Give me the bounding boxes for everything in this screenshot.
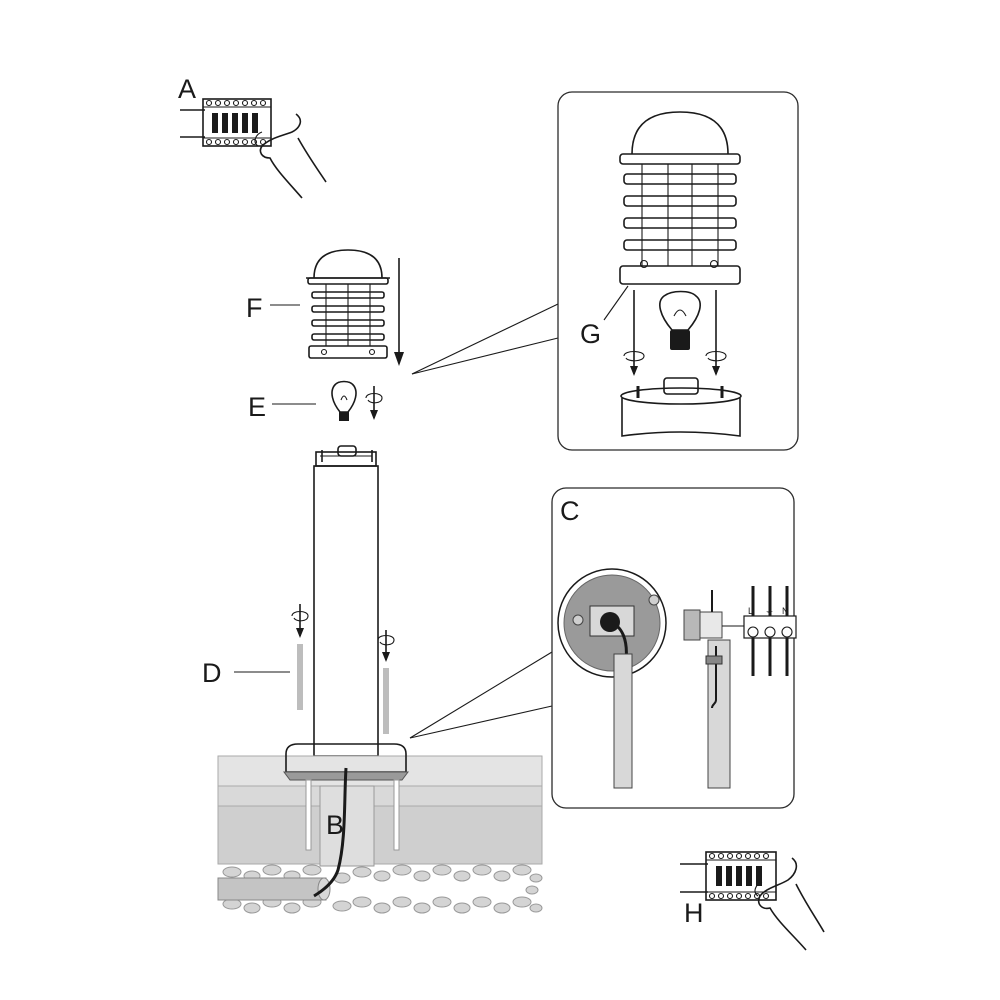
spike-left xyxy=(291,604,309,710)
step-e-bulb: E xyxy=(248,380,383,422)
label-f: F xyxy=(246,293,263,323)
ground-section: B xyxy=(217,743,543,914)
step-a-breaker-off: A xyxy=(178,74,327,199)
label-e: E xyxy=(248,392,266,422)
label-g: G xyxy=(580,319,601,349)
rotate-arrow-icon xyxy=(365,386,383,420)
breaker-box-on-icon xyxy=(680,851,777,901)
label-d: D xyxy=(202,658,222,688)
step-f-lamp-head: F xyxy=(246,249,404,366)
spike-right xyxy=(377,630,395,734)
label-a: A xyxy=(178,74,196,104)
bulb-large-icon xyxy=(659,290,701,350)
conduit-pipe xyxy=(217,877,331,901)
lamp-head-large-icon xyxy=(619,111,741,285)
terminal-live-mark: L xyxy=(748,606,753,616)
down-arrow-icon xyxy=(394,258,404,366)
terminal-earth-mark: ⏚ xyxy=(765,606,774,617)
foundation-hole xyxy=(319,785,375,867)
terminal-connectors: L ⏚ N xyxy=(743,586,797,676)
callout-g-panel: G xyxy=(411,91,799,451)
bulb-icon xyxy=(331,380,357,421)
label-h: H xyxy=(684,898,704,928)
breaker-box-icon xyxy=(180,98,272,147)
label-b: B xyxy=(326,810,344,840)
rotate-arrow-left-icon xyxy=(623,290,645,376)
base-plate-top-view xyxy=(557,568,667,789)
hand-icon xyxy=(254,113,327,199)
callout-c-panel: C xyxy=(409,487,797,809)
step-h-breaker-on: H xyxy=(680,851,825,951)
power-cable xyxy=(313,767,348,898)
rotate-arrow-right-icon xyxy=(705,290,727,376)
terminal-neutral-mark: N xyxy=(782,606,789,616)
ground-spikes xyxy=(305,779,400,851)
post-top-icon xyxy=(620,377,742,437)
lamp-head-icon xyxy=(306,249,390,359)
terminal-block-icon xyxy=(683,590,748,789)
hand-on-icon xyxy=(754,857,825,951)
step-d-spikes: D xyxy=(202,604,395,734)
bollard-post xyxy=(313,445,379,757)
label-c: C xyxy=(560,496,580,526)
